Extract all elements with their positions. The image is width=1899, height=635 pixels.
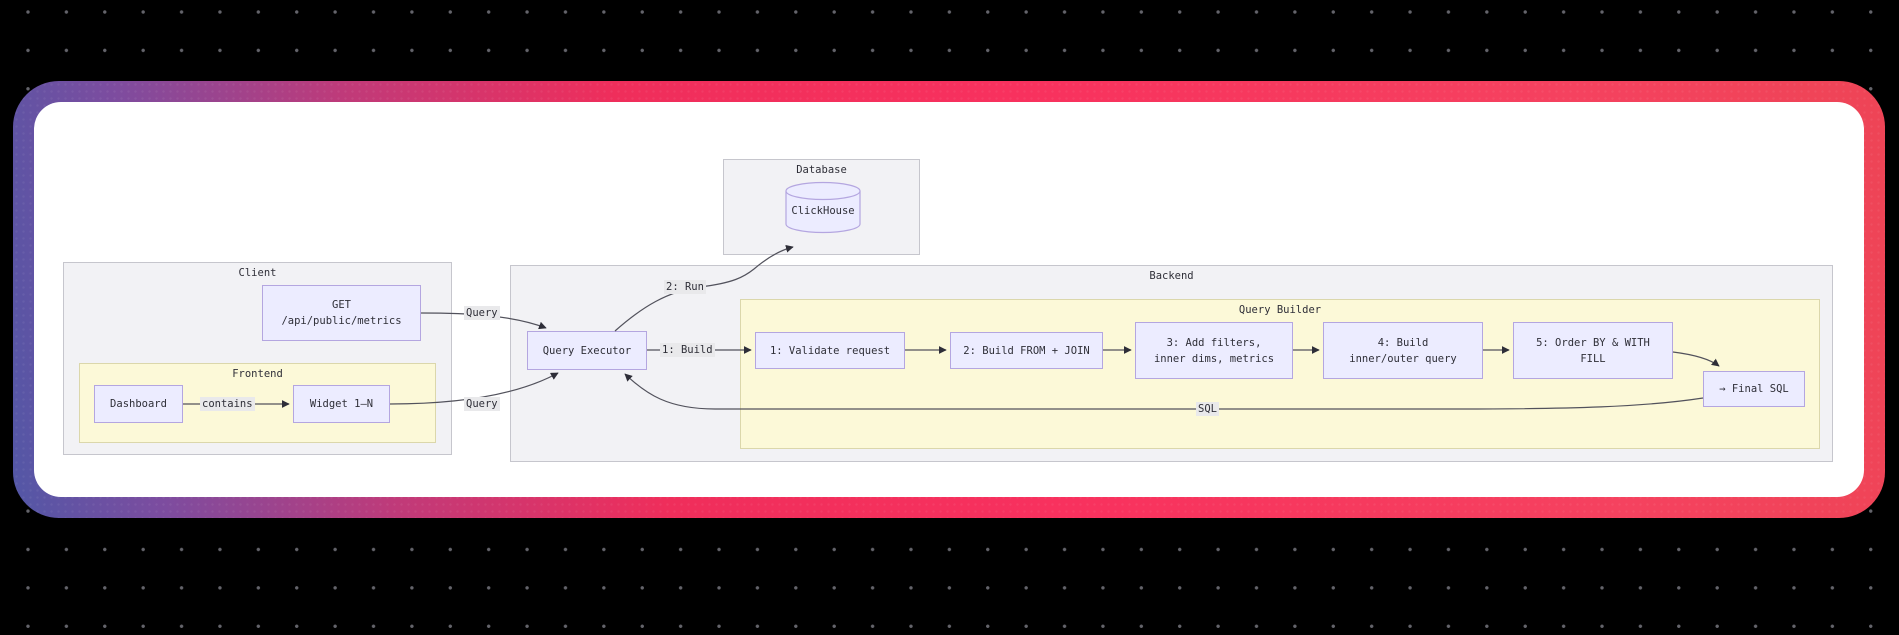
query-executor-label: Query Executor: [542, 344, 632, 357]
node-query-executor: Query Executor: [527, 331, 647, 370]
widget-label: Widget 1–N: [309, 398, 374, 410]
step-4-line2: inner/outer query: [1349, 352, 1457, 365]
step-3-line1: 3: Add filters,: [1166, 336, 1262, 349]
node-step-2: 2: Build FROM + JOIN: [950, 332, 1103, 369]
client-label: Client: [238, 267, 277, 279]
node-step-1: 1: Validate request: [755, 332, 905, 369]
step-5-line2: FILL: [1580, 352, 1606, 365]
node-step-5: 5: Order BY & WITH FILL: [1513, 322, 1673, 379]
edge-label-sql: SQL: [1196, 402, 1219, 416]
backend-label: Backend: [1149, 270, 1194, 282]
subgraph-database: Database: [723, 159, 920, 255]
get-endpoint-line1: GET: [332, 299, 351, 311]
step-5-line1: 5: Order BY & WITH: [1536, 336, 1650, 349]
clickhouse-label: ClickHouse: [791, 205, 855, 217]
edge-label-query-get: Query: [464, 306, 500, 320]
step-2-label: 2: Build FROM + JOIN: [963, 344, 1090, 357]
node-get-endpoint: GET /api/public/metrics: [262, 285, 421, 341]
edge-label-run: 2: Run: [664, 280, 706, 294]
node-clickhouse: ClickHouse: [785, 181, 861, 234]
edge-label-query-widget: Query: [464, 397, 500, 411]
node-widget: Widget 1–N: [293, 385, 390, 423]
node-step-4: 4: Build inner/outer query: [1323, 322, 1483, 379]
final-sql-label: → Final SQL: [1719, 383, 1789, 395]
edge-label-contains: contains: [200, 397, 255, 411]
database-cylinder-icon: [785, 181, 861, 234]
get-endpoint-line2: /api/public/metrics: [281, 315, 402, 327]
node-final-sql: → Final SQL: [1703, 371, 1805, 407]
database-label: Database: [796, 164, 847, 176]
edge-label-build: 1: Build: [660, 343, 715, 357]
query-builder-label: Query Builder: [1238, 304, 1322, 316]
step-3-line2: inner dims, metrics: [1153, 352, 1275, 365]
node-step-3: 3: Add filters, inner dims, metrics: [1135, 322, 1293, 379]
frontend-label: Frontend: [232, 368, 283, 380]
dashboard-label: Dashboard: [110, 398, 167, 410]
step-1-label: 1: Validate request: [769, 344, 891, 357]
node-dashboard: Dashboard: [94, 385, 183, 423]
step-4-line1: 4: Build: [1377, 336, 1429, 349]
